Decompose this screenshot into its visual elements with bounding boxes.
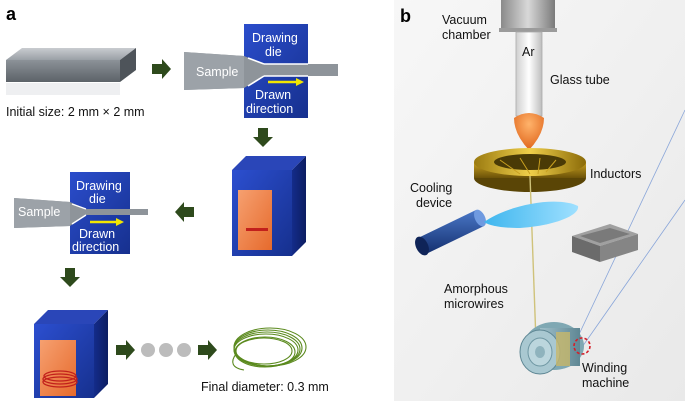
amorphous-label-1: Amorphous bbox=[444, 282, 508, 296]
winding-label-2: machine bbox=[582, 376, 629, 390]
die2-sample-label: Sample bbox=[18, 205, 60, 219]
die1-label-2: die bbox=[265, 45, 282, 59]
vacuum-label-1: Vacuum bbox=[442, 13, 487, 27]
initial-bar bbox=[6, 48, 136, 95]
inductors-label: Inductors bbox=[590, 167, 641, 181]
coiled-wire bbox=[232, 327, 307, 371]
furnace-1 bbox=[232, 156, 306, 256]
winding-label-1: Winding bbox=[582, 361, 627, 375]
drawing-die-1 bbox=[184, 24, 338, 118]
panel-b-letter: b bbox=[400, 6, 411, 26]
initial-size-label: Initial size: 2 mm × 2 mm bbox=[6, 105, 145, 119]
process-dot-3 bbox=[177, 343, 191, 357]
arrow-right-1 bbox=[152, 59, 171, 79]
cooling-device bbox=[415, 209, 486, 256]
molten-drop bbox=[514, 113, 544, 150]
die1-sample-label: Sample bbox=[196, 65, 238, 79]
die1-drawn-label-2: direction bbox=[246, 102, 293, 116]
amorphous-label-2: microwires bbox=[444, 297, 504, 311]
arrow-right-2 bbox=[116, 340, 135, 360]
glass-tube-label: Glass tube bbox=[550, 73, 610, 87]
die2-label-2: die bbox=[89, 192, 106, 206]
process-dot-2 bbox=[159, 343, 173, 357]
winding-machine bbox=[519, 322, 591, 375]
final-diameter-label: Final diameter: 0.3 mm bbox=[201, 380, 329, 394]
inductor-ring bbox=[474, 148, 586, 192]
guide-line-2 bbox=[579, 199, 685, 351]
arrow-left-1 bbox=[175, 202, 194, 222]
winding-highlight-circle bbox=[573, 337, 591, 355]
die1-label-1: Drawing bbox=[252, 31, 298, 45]
collector-box bbox=[572, 224, 638, 262]
die2-label-1: Drawing bbox=[76, 179, 122, 193]
furnace-2 bbox=[34, 310, 108, 398]
cooling-label-1: Cooling bbox=[410, 181, 452, 195]
drawing-die-2 bbox=[14, 172, 148, 254]
vacuum-label-2: chamber bbox=[442, 28, 491, 42]
die2-drawn-label-1: Drawn bbox=[79, 227, 115, 241]
process-dot-1 bbox=[141, 343, 155, 357]
panel-a-letter: a bbox=[6, 4, 17, 24]
ar-label: Ar bbox=[522, 45, 535, 59]
arrow-right-3 bbox=[198, 340, 217, 360]
guide-line-1 bbox=[573, 109, 685, 346]
vacuum-chamber bbox=[499, 0, 557, 32]
glass-tube bbox=[515, 31, 543, 117]
arrow-down-2 bbox=[60, 268, 80, 287]
arrow-down-1 bbox=[253, 128, 273, 147]
die2-drawn-label-2: direction bbox=[72, 240, 119, 254]
cooling-label-2: device bbox=[416, 196, 452, 210]
die1-drawn-label-1: Drawn bbox=[255, 88, 291, 102]
water-jet bbox=[484, 201, 579, 228]
microwire-line bbox=[529, 175, 537, 343]
